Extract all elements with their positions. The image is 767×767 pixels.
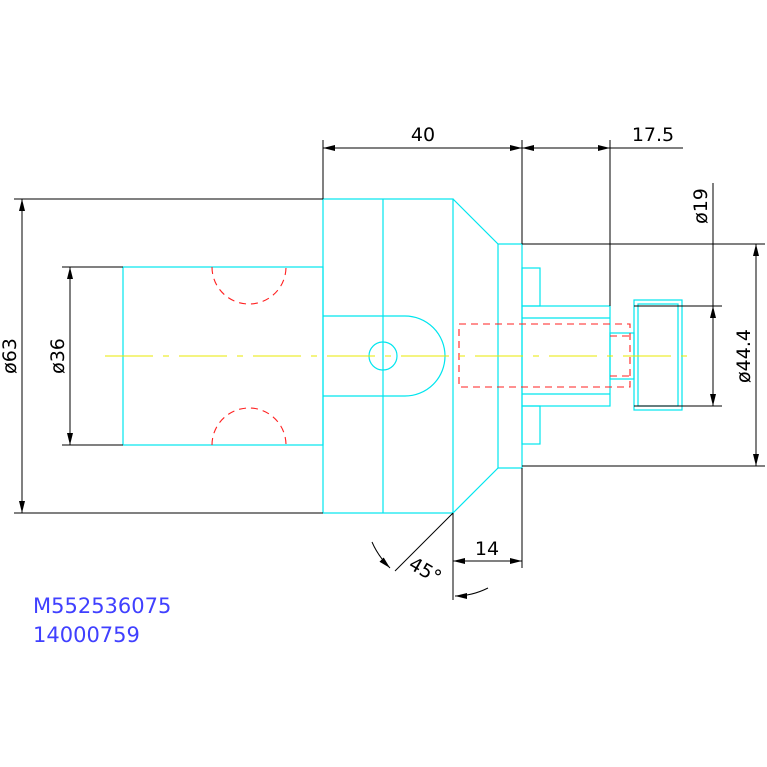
dimension-label-14: 14 [475,538,499,560]
dimension-17-5 [522,140,683,306]
dimension-label-40: 40 [411,124,435,146]
dimension-label-dia-44-4: ø44.4 [733,329,755,383]
part-code-primary: M552536075 [33,594,171,618]
dimension-dia-19 [634,183,722,407]
part-code-secondary: 14000759 [33,623,140,647]
dimension-40 [322,140,523,244]
dimension-label-dia-36: ø36 [47,338,69,374]
dimension-14 [452,468,523,600]
dimension-label-17-5: 17.5 [632,124,674,146]
dimension-label-dia-19: ø19 [690,188,712,224]
dimension-angle-45 [371,512,489,599]
dimension-dia-36 [62,266,123,446]
dimension-label-angle-45: 45° [405,553,445,589]
dimension-dia-63 [14,198,323,514]
dimension-label-dia-63: ø63 [0,338,21,374]
dimension-dia-44-4 [522,243,765,467]
